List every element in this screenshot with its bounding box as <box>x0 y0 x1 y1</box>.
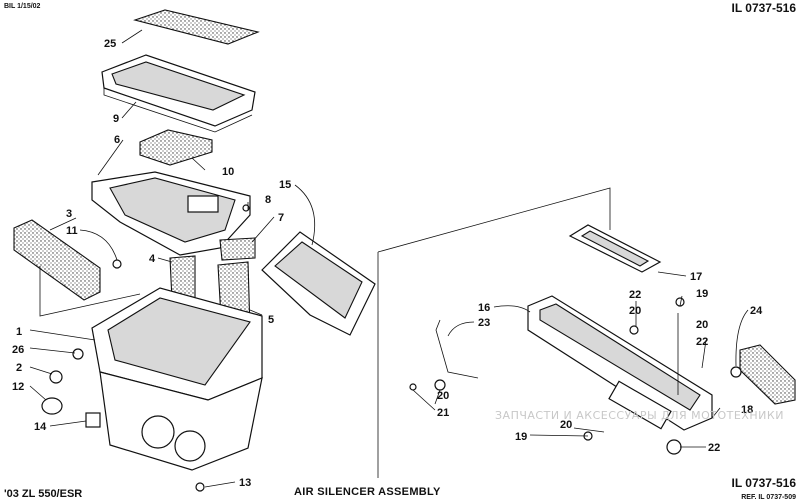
model-label: '03 ZL 550/ESR <box>4 488 83 500</box>
part-20-washer <box>409 383 417 391</box>
part-22-grommet-lower <box>666 439 682 455</box>
callout-8: 8 <box>265 194 271 206</box>
callout-22: 22 <box>696 336 708 348</box>
callout-20: 20 <box>696 319 708 331</box>
callout-19: 19 <box>515 431 527 443</box>
callout-3: 3 <box>66 208 72 220</box>
callout-7: 7 <box>278 212 284 224</box>
callout-26: 26 <box>12 344 24 356</box>
callout-17: 17 <box>690 271 702 283</box>
part-8-screw <box>242 204 250 212</box>
callout-4: 4 <box>149 253 156 265</box>
callout-20: 20 <box>437 390 449 402</box>
callout-5: 5 <box>268 314 274 326</box>
callout-24: 24 <box>750 305 763 317</box>
part-23-hose <box>435 319 479 379</box>
callout-15: 15 <box>279 179 291 191</box>
part-6-airbox-top <box>91 171 251 256</box>
part-3-pad <box>13 219 101 301</box>
callout-11: 11 <box>66 225 78 237</box>
part-7-pad <box>219 237 256 261</box>
callout-13: 13 <box>239 477 251 489</box>
part-1-airbox-lower <box>91 287 263 471</box>
callout-10: 10 <box>222 166 234 178</box>
callout-19: 19 <box>696 288 708 300</box>
part-2-grommet <box>49 370 63 384</box>
callout-16: 16 <box>478 302 490 314</box>
callout-9: 9 <box>113 113 119 125</box>
part-9-airbox-cover <box>101 54 256 133</box>
callout-12: 12 <box>12 381 24 393</box>
callout-22: 22 <box>629 289 641 301</box>
part-16-silencer-body <box>527 295 713 431</box>
part-11-screw <box>112 259 122 269</box>
callout-18: 18 <box>741 404 753 416</box>
part-26-clip <box>72 348 84 360</box>
callout-2: 2 <box>16 362 22 374</box>
reference-sub: REF. IL 0737-509 <box>741 494 796 501</box>
callout-6: 6 <box>114 134 120 146</box>
part-24-grommet <box>730 366 742 378</box>
drawing-date: BIL 1/15/02 <box>4 3 41 10</box>
part-14-bracket <box>85 412 101 428</box>
callout-14: 14 <box>34 421 47 433</box>
illustration-ref-bottom: IL 0737-516 <box>731 476 797 490</box>
part-12-clamp <box>41 397 63 415</box>
leader-lines <box>29 29 749 488</box>
callout-1: 1 <box>16 326 22 338</box>
part-22-grommet <box>629 325 639 335</box>
callout-23: 23 <box>478 317 490 329</box>
callout-21: 21 <box>437 407 449 419</box>
part-25-filter-screen <box>133 9 260 45</box>
callout-20: 20 <box>560 419 572 431</box>
boundary-line <box>39 266 141 317</box>
illustration-ref-top: IL 0737-516 <box>731 1 797 15</box>
boundary-line <box>377 187 611 253</box>
callout-22: 22 <box>708 442 720 454</box>
diagram-title: AIR SILENCER ASSEMBLY <box>294 486 441 498</box>
callout-20: 20 <box>629 305 641 317</box>
part-18-pad <box>739 344 796 405</box>
callout-25: 25 <box>104 38 116 50</box>
part-15-intake-duct <box>261 231 376 336</box>
part-10-foam-filter <box>139 129 213 166</box>
part-21-grommet <box>434 379 446 391</box>
part-13-screw <box>195 482 205 492</box>
watermark-text: ЗАПЧАСТИ И АКСЕССУАРЫ ДЛЯ МОТОТЕХНИКИ <box>495 409 784 422</box>
